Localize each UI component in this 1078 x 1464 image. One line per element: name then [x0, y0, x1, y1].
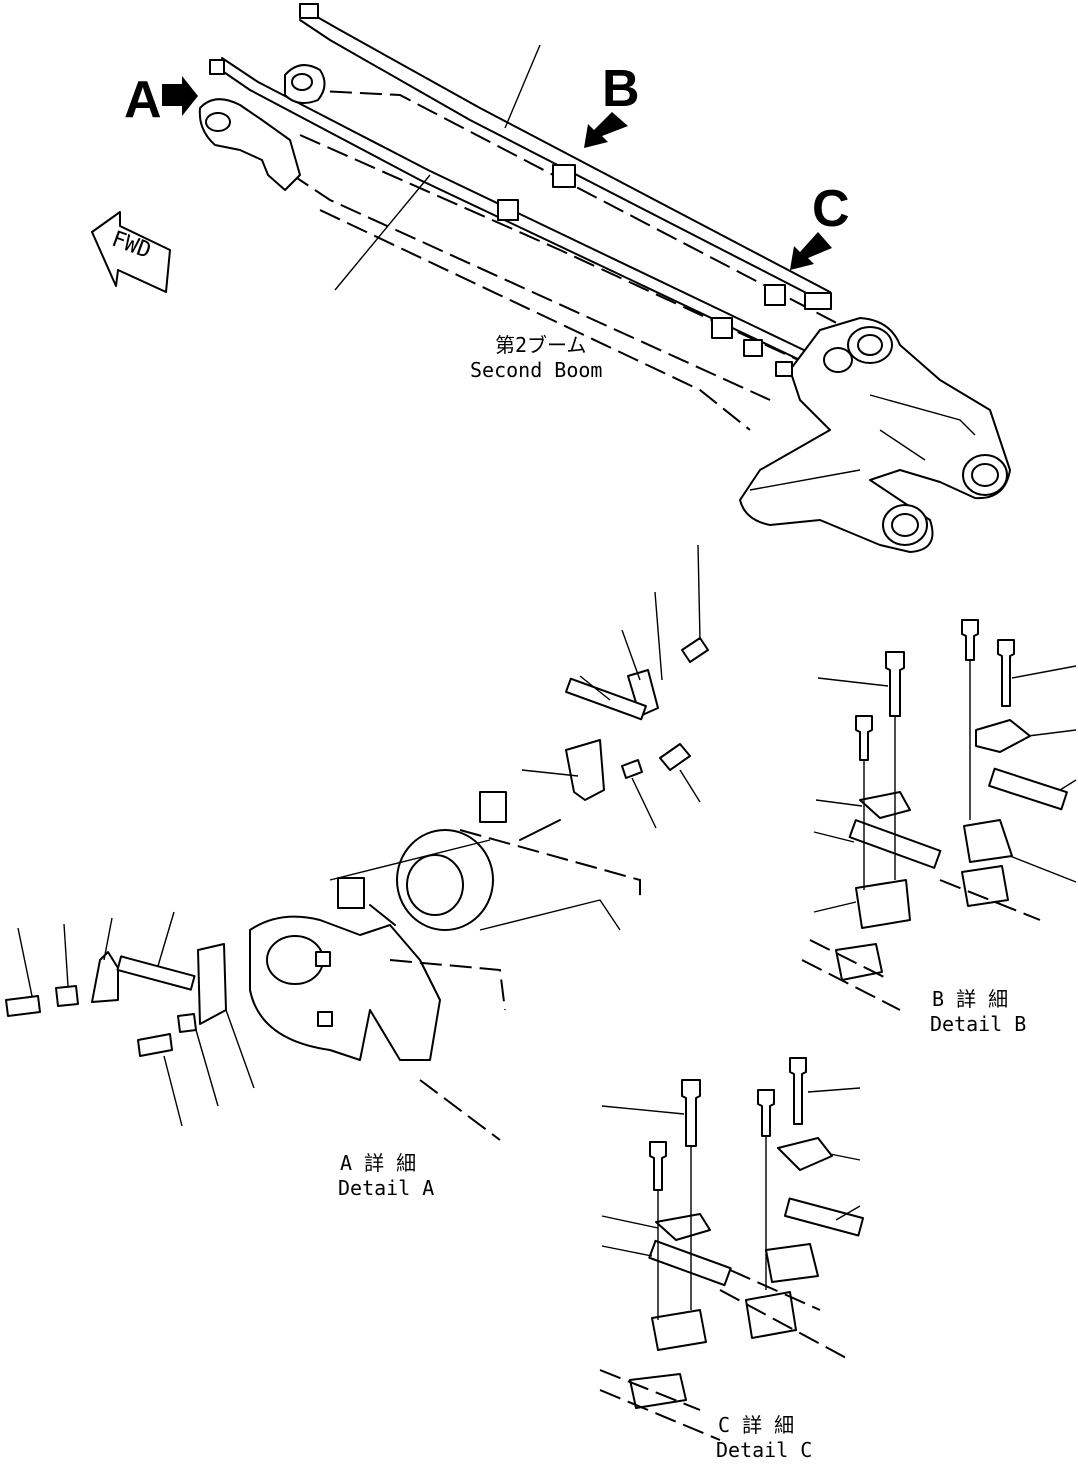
arrow-right-icon: [162, 76, 198, 116]
callout-c: C: [790, 180, 850, 270]
detail-b-drawing: [801, 619, 1077, 1011]
fwd-arrow-icon: FWD: [91, 211, 171, 293]
detail-b-label-en: Detail B: [930, 1012, 1026, 1036]
callout-a: A: [124, 71, 198, 129]
callout-b-letter: B: [602, 60, 640, 118]
callout-a-letter: A: [124, 71, 162, 129]
detail-a-label-ja: A 詳 細: [340, 1151, 416, 1175]
detail-c-label-en: Detail C: [716, 1438, 812, 1462]
arrow-down-left-icon: [584, 112, 628, 148]
second-boom-label: 第2ブーム Second Boom: [470, 333, 602, 382]
detail-b-label: B 詳 細 Detail B: [930, 987, 1026, 1036]
detail-a-label-en: Detail A: [338, 1176, 434, 1200]
detail-a-drawing: [5, 544, 709, 1141]
second-boom-assembly: [198, 3, 1011, 553]
detail-a-label: A 詳 細 Detail A: [338, 1151, 434, 1200]
second-boom-label-en: Second Boom: [470, 358, 602, 382]
callout-b: B: [584, 60, 640, 148]
detail-c-label: C 詳 細 Detail C: [716, 1413, 812, 1462]
callout-c-letter: C: [812, 180, 850, 238]
arrow-down-left-icon: [790, 232, 832, 270]
detail-c-label-ja: C 詳 細: [718, 1413, 794, 1437]
detail-b-label-ja: B 詳 細: [932, 987, 1008, 1011]
second-boom-label-ja: 第2ブーム: [495, 333, 586, 357]
detail-c-drawing: [599, 1057, 865, 1441]
